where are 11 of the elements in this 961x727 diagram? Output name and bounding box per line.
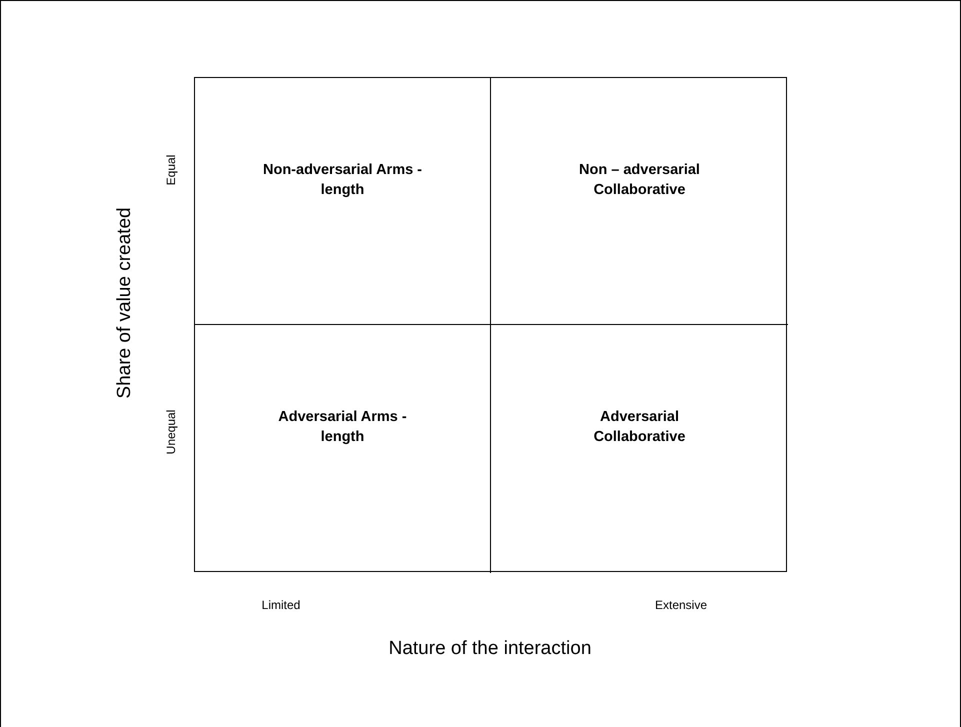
quadrant-label: Adversarial Arms - length (277, 408, 408, 447)
axis-title: Share of value created (114, 207, 136, 399)
quadrant-label: Adversarial Collaborative (592, 408, 686, 447)
axis-label: Unequal (164, 410, 178, 454)
axis-label: Limited (262, 598, 300, 612)
quadrant-label: Non-adversarial Arms - length (262, 161, 424, 200)
axis-label: Extensive (654, 598, 708, 612)
axis-title: Nature of the interaction (388, 638, 592, 660)
quadrant (195, 78, 491, 325)
axis-label: Equal (164, 154, 178, 186)
quadrant-label: Non – adversarial Collaborative (578, 161, 701, 200)
